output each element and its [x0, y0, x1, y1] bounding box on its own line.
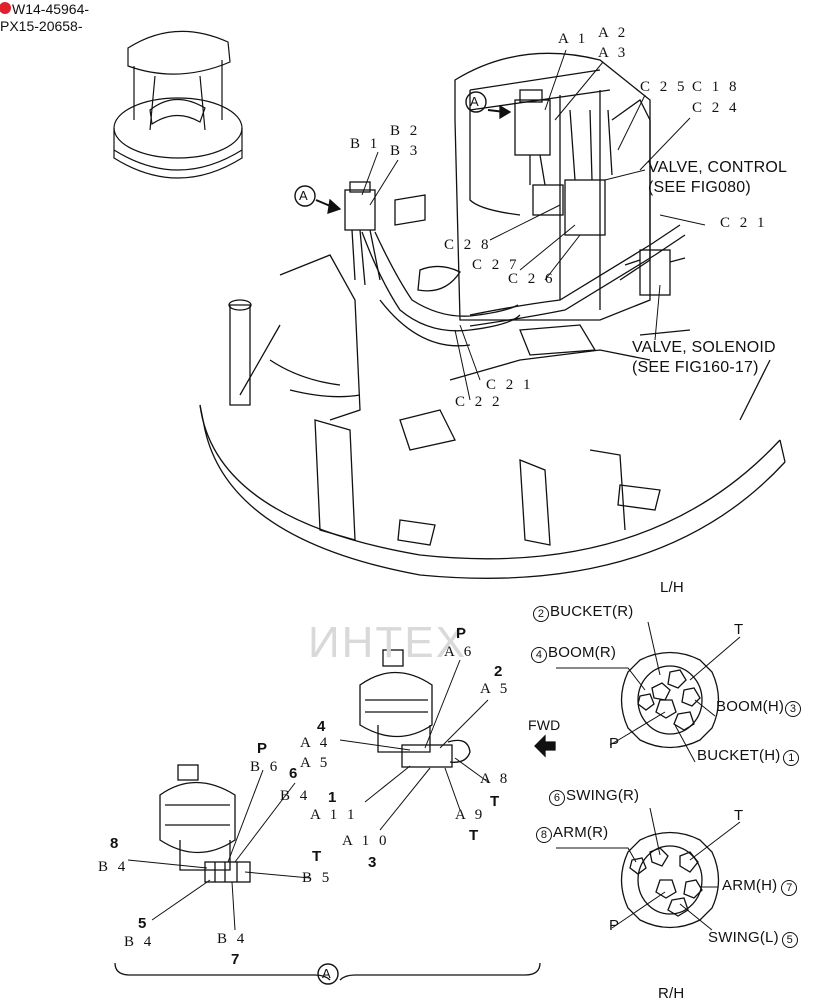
right-callout-a11[interactable]: A 1 1: [310, 807, 358, 823]
pilot-valve-right-drawing: [514, 89, 551, 186]
left-callout-b4-d[interactable]: B 4: [217, 931, 248, 947]
right-port-4: 4: [317, 718, 326, 735]
left-callout-b6[interactable]: B 6: [250, 759, 281, 775]
lh-boom-r-num: 4: [531, 647, 547, 663]
left-port-7: 7: [231, 951, 240, 968]
machine-thumbnail: [113, 30, 243, 179]
fwd-arrow-icon: [534, 734, 556, 758]
lh-port-t: T: [734, 621, 744, 638]
right-callout-a4[interactable]: A 4: [300, 735, 331, 751]
lh-bucket-h-label: BUCKET(H): [697, 747, 781, 764]
rh-swing-l-num: 5: [781, 932, 798, 948]
lh-title: L/H: [660, 579, 684, 596]
rh-swing-r-label: SWING(R): [566, 787, 640, 804]
lh-port-p: P: [609, 735, 620, 752]
lh-bucket-h-num: 1: [783, 750, 800, 766]
valve-solenoid-ref[interactable]: (SEE FIG160-17): [632, 359, 759, 376]
right-port-3: 3: [368, 854, 377, 871]
rh-arm-h: ARM(H)7: [722, 878, 798, 896]
serial-range-2: PX15-20658-: [0, 18, 83, 34]
rh-arm-r-num: 8: [536, 827, 552, 843]
rh-title: R/H: [658, 985, 685, 1002]
view-marker-a-left: A: [299, 188, 308, 203]
callout-c26[interactable]: C 2 6: [508, 271, 556, 287]
detail-a-right-valve: [359, 649, 471, 768]
valve-solenoid-note[interactable]: VALVE, SOLENOID: [632, 339, 776, 356]
right-callout-a5[interactable]: A 5: [480, 681, 511, 697]
rh-port-t: T: [734, 807, 744, 824]
rh-port-diagram: [556, 807, 741, 931]
serial-range-1: W14-45964-: [12, 1, 90, 17]
callout-c24[interactable]: C 2 4: [692, 100, 740, 116]
callout-a3[interactable]: A 3: [598, 45, 629, 61]
callout-c28[interactable]: C 2 8: [444, 237, 492, 253]
callout-c21-top[interactable]: C 2 1: [720, 215, 768, 231]
lh-port-diagram: [556, 621, 741, 763]
valve-control-ref[interactable]: (SEE FIG080): [648, 179, 751, 196]
left-port-8: 8: [110, 835, 119, 852]
detail-a-left-valve: [159, 764, 251, 883]
view-marker-a-bottom: A: [322, 966, 331, 981]
revision-marker-icon: [0, 2, 11, 14]
rh-swing-r-num: 6: [549, 790, 565, 806]
lh-boom-h-label: BOOM(H): [716, 698, 785, 715]
rh-swing-l-label: SWING(L): [708, 929, 779, 946]
lh-boom-h-num: 3: [785, 701, 802, 717]
fwd-label: FWD: [528, 717, 561, 733]
lh-boom-h: BOOM(H)3: [716, 699, 802, 717]
callout-a1[interactable]: A 1: [558, 31, 589, 47]
watermark-text: ИНТЕХ: [308, 618, 467, 667]
right-port-1: 1: [328, 789, 337, 806]
callout-c25[interactable]: C 2 5: [640, 79, 688, 95]
lh-boom-r-label: BOOM(R): [548, 644, 617, 661]
rh-arm-r-label: ARM(R): [553, 824, 609, 841]
left-callout-b4-a[interactable]: B 4: [280, 788, 311, 804]
callout-b3[interactable]: B 3: [390, 143, 421, 159]
left-port-p: P: [257, 740, 268, 757]
right-callout-a5b[interactable]: A 5: [300, 755, 331, 771]
rh-arm-h-num: 7: [781, 880, 798, 896]
view-marker-a-top: A: [470, 94, 479, 109]
right-port-t1: T: [490, 793, 500, 810]
solenoid-valve: [624, 249, 686, 296]
right-port-t2: T: [469, 827, 479, 844]
right-callout-a10[interactable]: A 1 0: [342, 833, 390, 849]
left-callout-b4-b[interactable]: B 4: [98, 859, 129, 875]
control-valve-assembly: [454, 52, 651, 321]
callout-b1[interactable]: B 1: [350, 136, 381, 152]
right-callout-a9[interactable]: A 9: [455, 807, 486, 823]
left-port-t: T: [312, 848, 322, 865]
lh-bucket-r-num: 2: [533, 606, 549, 622]
callout-a2[interactable]: A 2: [598, 25, 629, 41]
right-port-p: P: [456, 625, 467, 642]
valve-control-note[interactable]: VALVE, CONTROL: [648, 159, 788, 176]
callout-c27[interactable]: C 2 7: [472, 257, 520, 273]
floor-plate: [199, 324, 786, 579]
right-port-2: 2: [494, 663, 503, 680]
callout-c18[interactable]: C 1 8: [692, 79, 740, 95]
left-port-5: 5: [138, 915, 147, 932]
lh-bucket-h: BUCKET(H)1: [697, 748, 800, 766]
frame-structure: [228, 194, 661, 546]
lh-bucket-r-label: BUCKET(R): [550, 603, 634, 620]
callout-c22[interactable]: C 2 2: [455, 394, 503, 410]
rh-swing-l: SWING(L)5: [708, 930, 799, 948]
rh-port-p: P: [609, 917, 620, 934]
left-port-6: 6: [289, 765, 298, 782]
callout-c21-mid[interactable]: C 2 1: [486, 377, 534, 393]
right-callout-a8[interactable]: A 8: [480, 771, 511, 787]
right-callout-a6[interactable]: A 6: [444, 644, 475, 660]
left-callout-b5[interactable]: B 5: [302, 870, 333, 886]
left-callout-b4-c[interactable]: B 4: [124, 934, 155, 950]
rh-arm-h-label: ARM(H): [722, 877, 778, 894]
detail-a-brace: [114, 962, 541, 981]
pilot-valve-left-drawing: [344, 181, 381, 286]
callout-b2[interactable]: B 2: [390, 123, 421, 139]
